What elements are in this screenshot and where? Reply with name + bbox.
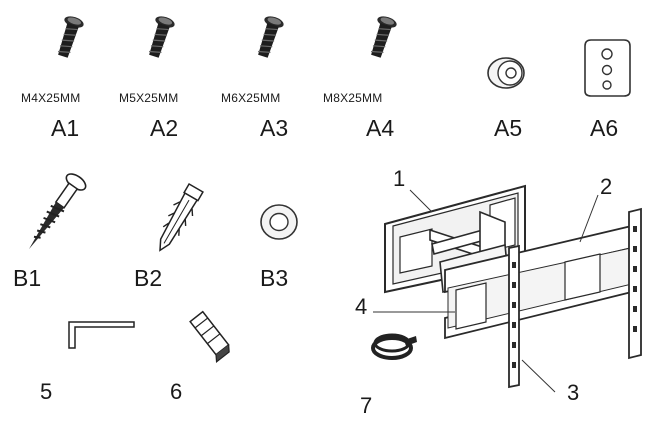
screw-icon	[143, 13, 177, 60]
spec-a3: M6X25MM	[221, 91, 281, 105]
label-part-5: 5	[40, 379, 53, 404]
code-a1: A1	[51, 115, 80, 141]
cable-tie-icon	[371, 333, 417, 360]
anchor-icon	[159, 182, 204, 252]
screw-icon	[365, 13, 399, 60]
spec-a2: M5X25MM	[119, 91, 179, 105]
lag-bolt-icon	[28, 173, 87, 250]
code-b3: B3	[260, 265, 289, 291]
label-part-1: 1	[393, 166, 406, 191]
plate-icon	[584, 39, 631, 97]
code-b2: B2	[134, 265, 163, 291]
spec-a4: M8X25MM	[323, 91, 383, 105]
washer-icon	[260, 204, 298, 240]
screw-icon	[252, 13, 286, 60]
clip-icon	[189, 310, 230, 364]
label-part-2: 2	[600, 174, 613, 199]
code-a5: A5	[494, 115, 523, 141]
code-a4: A4	[366, 115, 395, 141]
label-part-6: 6	[170, 379, 183, 404]
code-a6: A6	[590, 115, 619, 141]
wall-mount-icon	[384, 184, 642, 389]
code-a3: A3	[260, 115, 289, 141]
spec-a1: M4X25MM	[21, 91, 81, 105]
leader-lines	[373, 189, 599, 393]
screw-icon	[52, 13, 86, 60]
label-part-7: 7	[360, 393, 373, 418]
spacer-icon	[487, 57, 525, 89]
code-a2: A2	[150, 115, 179, 141]
label-part-3: 3	[567, 380, 580, 405]
code-b1: B1	[13, 265, 42, 291]
label-part-4: 4	[355, 294, 368, 319]
hex-key-icon	[68, 321, 135, 349]
